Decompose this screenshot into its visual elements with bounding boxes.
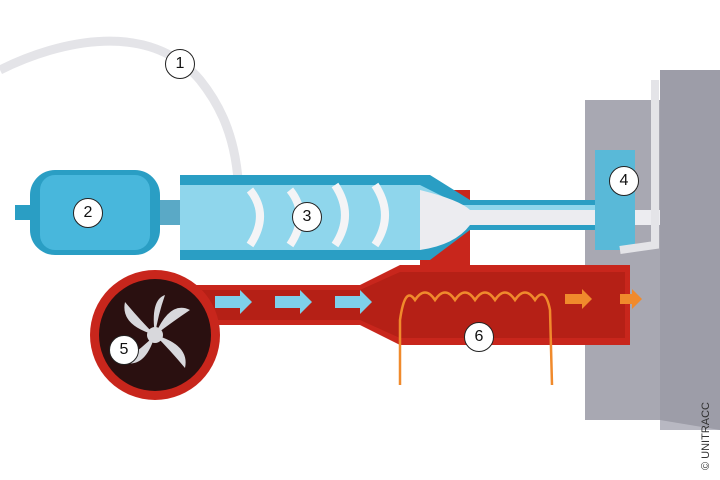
label-cable: 1 [165, 49, 195, 79]
label-motor: 2 [73, 198, 103, 228]
flow-arrows [215, 289, 642, 314]
label-fan: 5 [109, 335, 139, 365]
label-screw: 3 [292, 202, 322, 232]
heating-coil [398, 291, 554, 386]
label-die: 4 [609, 166, 639, 196]
label-heater: 6 [464, 322, 494, 352]
copyright: © UNITRACC [700, 402, 712, 470]
